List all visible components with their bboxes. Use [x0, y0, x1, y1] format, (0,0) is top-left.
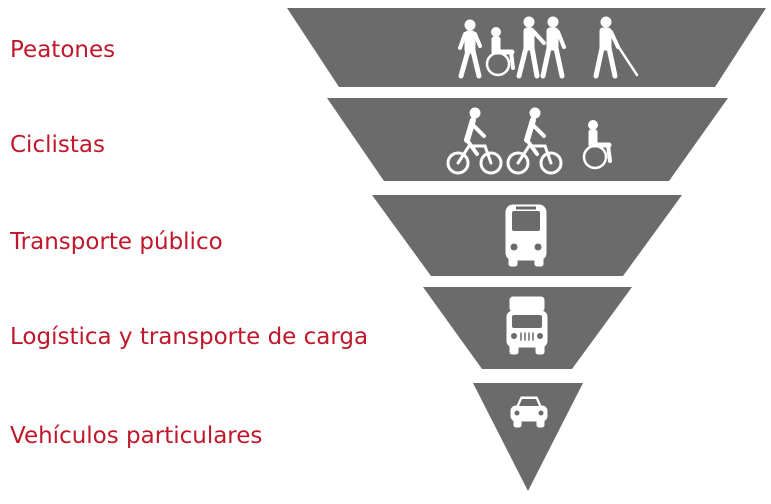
tier-label-transporte-publico: Transporte público: [10, 229, 223, 255]
car-icon: [510, 396, 548, 428]
blind-person-with-cane-icon: [593, 16, 639, 79]
pedestrians-assisting-icon: [516, 16, 566, 79]
tier-label-peatones: Peatones: [10, 37, 116, 63]
cyclist-icon: [506, 107, 563, 175]
tier-label-vehiculos-particulares: Vehículos particulares: [10, 423, 263, 449]
tier-label-ciclistas: Ciclistas: [10, 132, 105, 158]
tier-label-logistica: Logística y transporte de carga: [10, 324, 369, 350]
wheelchair-user-icon: [582, 120, 612, 170]
pedestrian-walking-icon: [458, 19, 482, 79]
bus-icon: [505, 204, 547, 267]
cyclist-icon: [446, 107, 503, 175]
pyramid-band-vehiculos-particulares: [473, 383, 583, 491]
wheelchair-user-icon: [485, 27, 515, 77]
truck-icon: [506, 296, 548, 355]
